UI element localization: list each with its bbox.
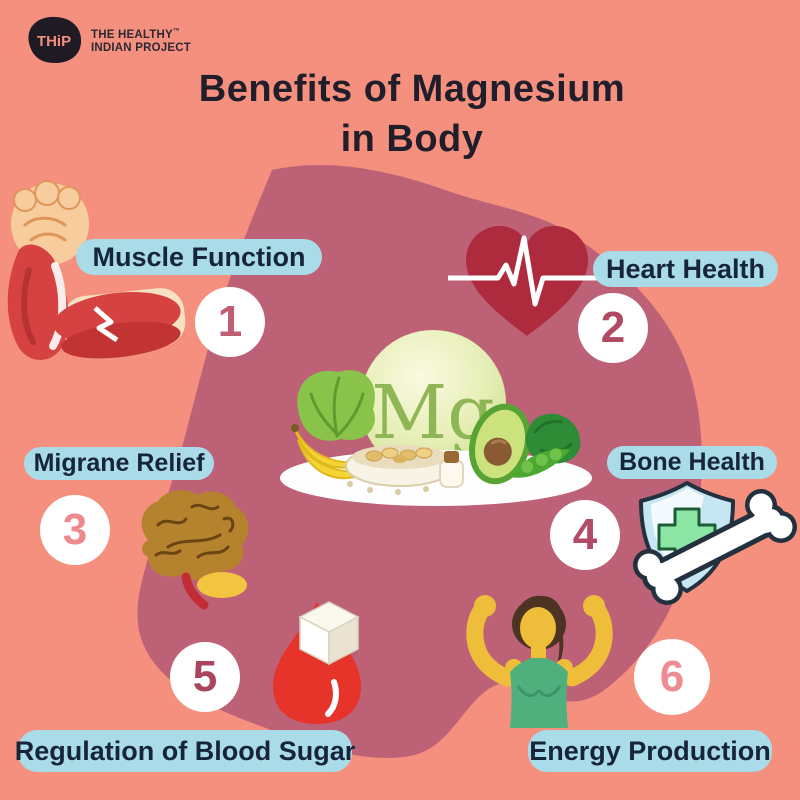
cerebellum bbox=[197, 572, 247, 598]
benefit-number-2: 2 bbox=[578, 293, 648, 363]
thip-logo: THiP THE HEALTHY™ INDIAN PROJECT bbox=[25, 15, 191, 65]
heart-shape bbox=[466, 226, 588, 336]
tank-top bbox=[505, 658, 573, 728]
brand-name: THE HEALTHY™ INDIAN PROJECT bbox=[91, 25, 191, 56]
benefit-number-4: 4 bbox=[550, 500, 620, 570]
benefit-number-3: 3 bbox=[40, 495, 110, 565]
benefit-number-1: 1 bbox=[195, 287, 265, 357]
brain-folds bbox=[154, 503, 235, 559]
thip-logo-mark: THiP bbox=[28, 16, 82, 63]
upper-arm-muscle bbox=[7, 244, 69, 360]
nut-bowl bbox=[345, 445, 455, 495]
brand-name-line1: THE HEALTHY bbox=[91, 28, 173, 41]
bone-shield-icon bbox=[633, 481, 797, 605]
sugar-cube bbox=[298, 601, 360, 666]
avocado-half bbox=[469, 403, 531, 485]
lettuce bbox=[297, 370, 375, 441]
left-fist bbox=[474, 595, 496, 617]
fist bbox=[11, 180, 89, 265]
muscle-arm-icon bbox=[7, 180, 186, 360]
benefit-label-muscle-function: Muscle Function bbox=[76, 239, 322, 275]
trademark-symbol: ™ bbox=[172, 27, 181, 35]
benefit-number-6: 6 bbox=[634, 639, 710, 715]
supplement-jar bbox=[439, 451, 464, 488]
magnesium-foods-illustration: Mg bbox=[280, 330, 592, 506]
benefit-label-heart-health: Heart Health bbox=[593, 251, 778, 287]
benefit-label-blood-sugar: Regulation of Blood Sugar bbox=[15, 730, 355, 772]
benefit-number-5: 5 bbox=[170, 642, 240, 712]
thip-logo-text: THiP bbox=[37, 33, 71, 50]
brain-body bbox=[141, 490, 249, 580]
bone bbox=[633, 489, 797, 605]
page-title-line1: Benefits of Magnesium bbox=[198, 68, 626, 110]
head bbox=[512, 595, 566, 668]
brand-name-line2: INDIAN PROJECT bbox=[91, 42, 191, 55]
arms bbox=[466, 599, 613, 687]
drop-shine bbox=[325, 679, 339, 717]
brain-stem bbox=[181, 572, 209, 610]
benefit-label-bone-health: Bone Health bbox=[607, 446, 777, 479]
bicep-muscle bbox=[53, 291, 181, 359]
page-title: Benefits of Magnesium in Body bbox=[12, 64, 800, 164]
pea-pod bbox=[511, 448, 570, 478]
ekg-pulse-line bbox=[448, 235, 600, 307]
page-title-line2: in Body bbox=[340, 118, 484, 160]
flexing-woman-icon bbox=[466, 595, 613, 728]
blood-drop-sugar-cube-icon bbox=[273, 601, 361, 724]
benefit-label-energy-production: Energy Production bbox=[528, 730, 772, 772]
right-fist bbox=[583, 595, 605, 617]
benefit-label-migrane-relief: Migrane Relief bbox=[24, 447, 214, 480]
mg-sphere bbox=[360, 330, 506, 476]
heart-ekg-icon bbox=[448, 226, 600, 336]
brain-icon bbox=[141, 490, 249, 610]
